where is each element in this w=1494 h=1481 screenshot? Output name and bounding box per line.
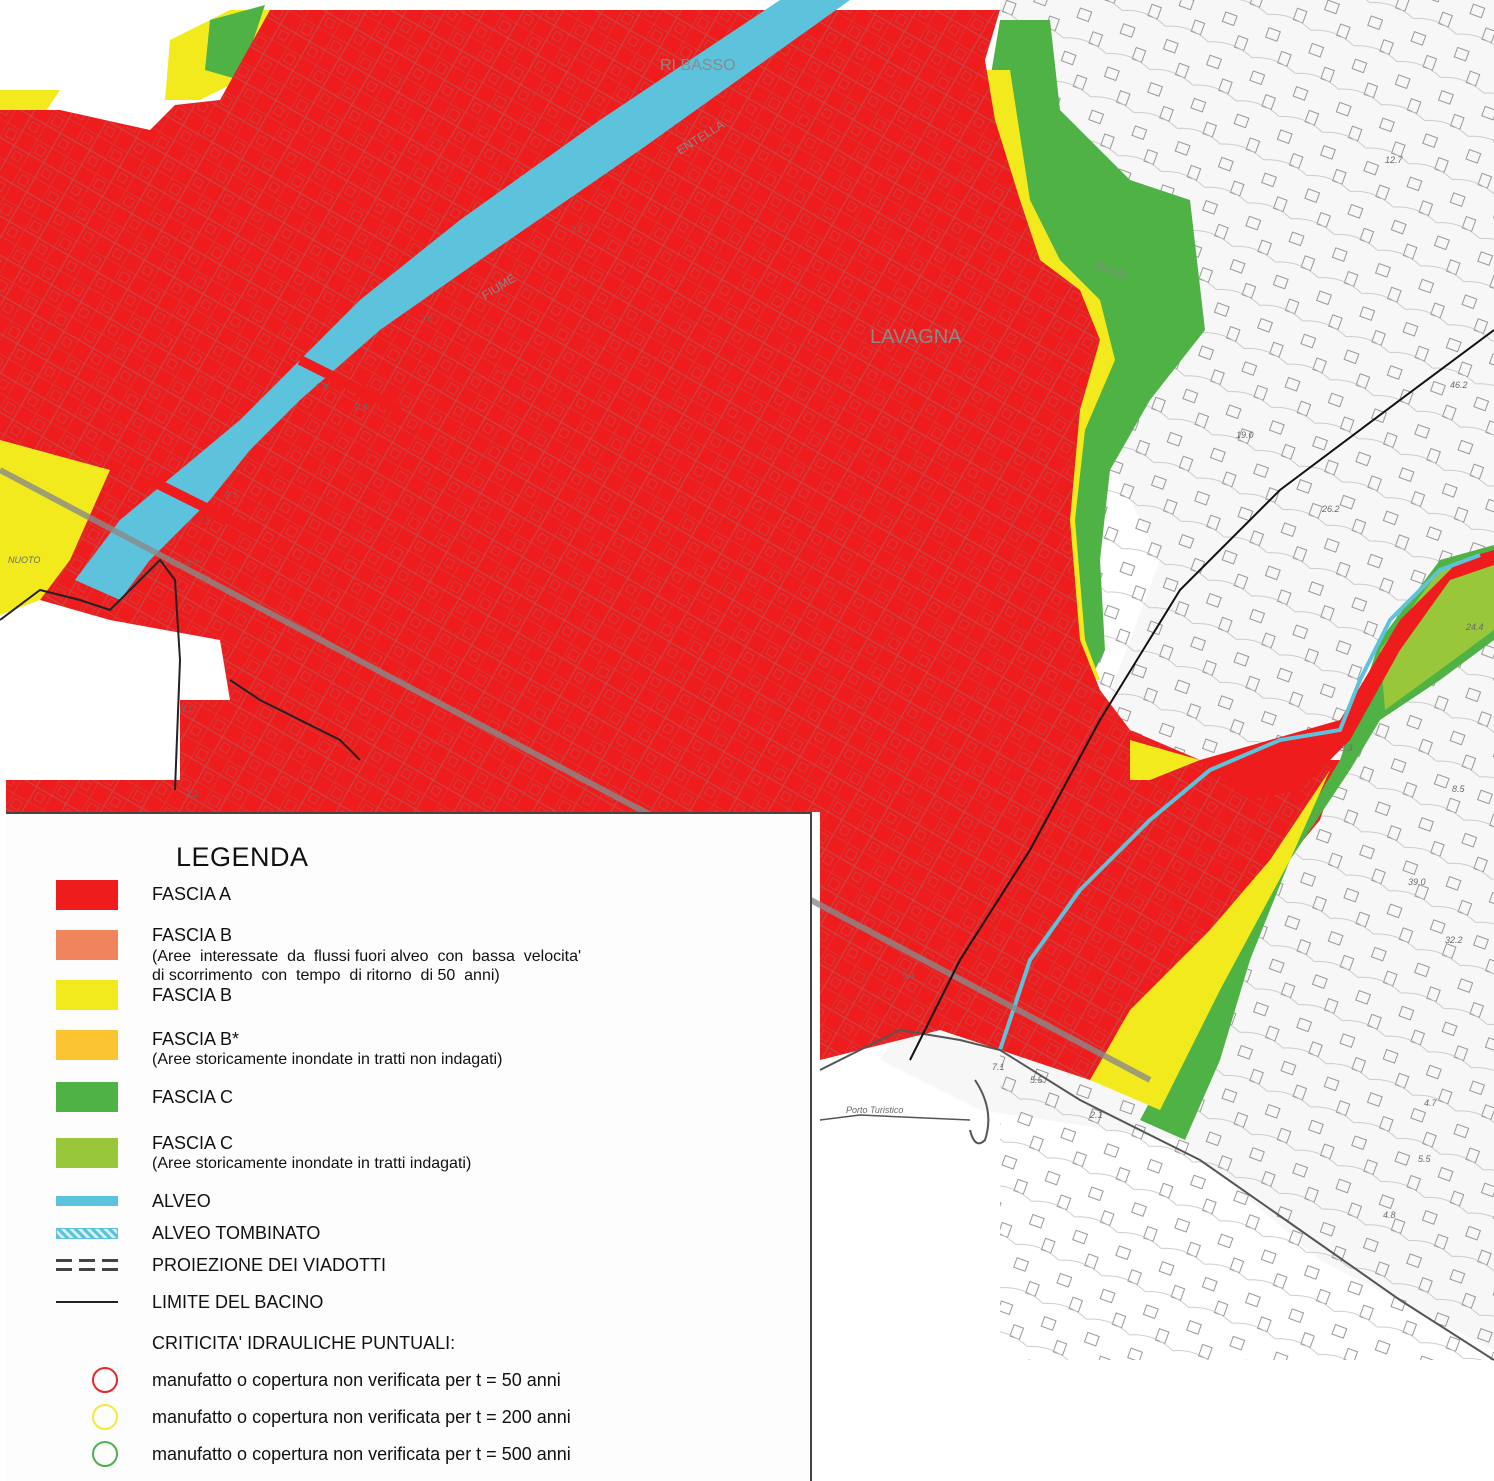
spot-height: 2.1 bbox=[1089, 1110, 1103, 1120]
spot-height: 8.5 bbox=[1452, 784, 1466, 794]
swatch-fascia-c-indagati bbox=[56, 1138, 118, 1168]
swatch-alveo bbox=[56, 1196, 118, 1206]
coastline bbox=[819, 1028, 1494, 1361]
legend-title: LEGENDA bbox=[176, 842, 309, 872]
spot-height: 3.3 bbox=[1340, 743, 1353, 753]
spot-height: 2.3 bbox=[354, 402, 368, 412]
legend-label: PROIEZIONE DEI VIADOTTI bbox=[152, 1255, 387, 1275]
legend-label: FASCIA C bbox=[152, 1133, 234, 1153]
swatch-limite-bacino bbox=[56, 1301, 118, 1303]
label-nuoto: NUOTO bbox=[8, 555, 40, 565]
swatch-fascia-c bbox=[56, 1082, 118, 1112]
basin-limit-line bbox=[909, 329, 1494, 1061]
legend-label: LIMITE DEL BACINO bbox=[152, 1292, 324, 1312]
spot-height: 46.2 bbox=[1450, 380, 1468, 390]
legend-label: FASCIA A bbox=[152, 884, 232, 904]
spot-height: 4.8 bbox=[1383, 1210, 1396, 1220]
spot-height: 3.2 bbox=[186, 789, 199, 799]
ring-red-icon bbox=[92, 1367, 118, 1393]
legend-panel: LEGENDA FASCIA A FASCIA B (Aree interess… bbox=[6, 812, 812, 1481]
fascia-c-indagati-zone bbox=[1380, 560, 1494, 710]
spot-height: 2.1 bbox=[224, 490, 238, 500]
spot-height: 3.1 bbox=[180, 704, 193, 714]
spot-height: 4.7 bbox=[1424, 1098, 1438, 1108]
legend-label: FASCIA B* bbox=[152, 1029, 240, 1049]
label-ri-basso: RI BASSO bbox=[660, 57, 736, 74]
spot-height: 24.4 bbox=[1465, 622, 1484, 632]
spot-height: 7.1 bbox=[992, 1062, 1005, 1072]
spot-height: 26.2 bbox=[1321, 504, 1340, 514]
spot-height: 32.2 bbox=[1445, 935, 1463, 945]
ring-green-icon bbox=[92, 1441, 118, 1467]
spot-height: 2.0 bbox=[419, 314, 433, 324]
spot-height: 2.2 bbox=[569, 224, 583, 234]
swatch-fascia-b-star bbox=[56, 1030, 118, 1060]
legend-sublabel: (Aree storicamente inondate in tratti no… bbox=[152, 1051, 503, 1068]
swatch-fascia-b bbox=[56, 980, 118, 1010]
spot-height: 5.5 bbox=[1418, 1154, 1432, 1164]
alveo-tombinato-channel bbox=[998, 553, 1481, 1051]
spot-height: 39.0 bbox=[1408, 877, 1426, 887]
spot-height: 5.4 bbox=[902, 971, 915, 981]
label-lavagna: LAVAGNA bbox=[870, 326, 962, 348]
spot-height: 5.5 bbox=[1030, 1075, 1044, 1085]
spot-height: 4.7 bbox=[186, 558, 200, 568]
harbour-breakwater bbox=[969, 1079, 990, 1145]
spot-height: 12.7 bbox=[1385, 155, 1404, 165]
legend-label: manufatto o copertura non verificata per… bbox=[152, 1370, 561, 1390]
legend-label: FASCIA C bbox=[152, 1087, 234, 1107]
label-porto-turistico: Porto Turistico bbox=[846, 1105, 903, 1115]
criticita-title: CRITICITA' IDRAULICHE PUNTUALI: bbox=[152, 1333, 456, 1353]
legend-label: manufatto o copertura non verificata per… bbox=[152, 1407, 571, 1427]
spot-height: 19.0 bbox=[1236, 430, 1254, 440]
legend-sublabel: (Aree interessate da flussi fuori alveo … bbox=[152, 948, 582, 984]
legend-label: ALVEO bbox=[152, 1191, 211, 1211]
fascia-c-zone-n bbox=[205, 5, 265, 80]
legend-sublabel: (Aree storicamente inondate in tratti in… bbox=[152, 1155, 472, 1172]
legend-label: ALVEO TOMBINATO bbox=[152, 1223, 321, 1243]
legend-label: manufatto o copertura non verificata per… bbox=[152, 1444, 571, 1464]
spot-heights: 2.2 2.0 1.8 2.3 2.1 2.2 4.7 3.1 3.2 12.7… bbox=[180, 155, 1484, 1220]
swatch-fascia-a bbox=[56, 880, 118, 910]
ring-yellow-icon bbox=[92, 1404, 118, 1430]
legend-label: FASCIA B bbox=[152, 925, 233, 945]
legend-label: FASCIA B bbox=[152, 985, 233, 1005]
alveo-entella bbox=[75, 0, 850, 600]
fascia-b-zone-e bbox=[1130, 740, 1200, 780]
swatch-alveo-tombinato bbox=[56, 1228, 118, 1239]
spot-height: 1.8 bbox=[315, 382, 328, 392]
swatch-fascia-b-low bbox=[56, 930, 118, 960]
fascia-a-torrent bbox=[1200, 550, 1494, 800]
spot-height: 2.2 bbox=[197, 516, 211, 526]
swatch-viadotti bbox=[56, 1259, 118, 1271]
fascia-b-zone-w bbox=[0, 440, 130, 615]
fascia-b-zone-se bbox=[1090, 770, 1330, 1110]
